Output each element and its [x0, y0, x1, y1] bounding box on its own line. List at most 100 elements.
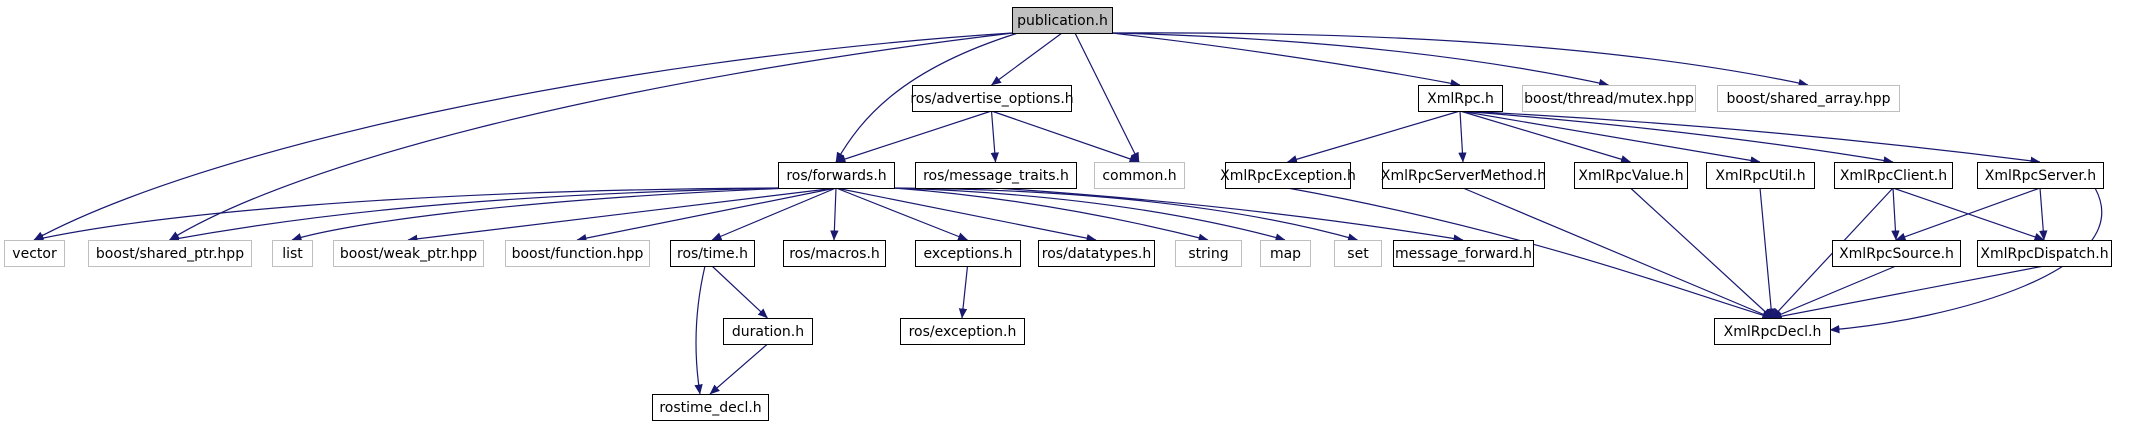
node-map: map	[1260, 240, 1311, 267]
node-advertise-options[interactable]: ros/advertise_options.h	[910, 85, 1074, 112]
edge-forwards-to-list	[291, 187, 791, 242]
node-message-traits[interactable]: ros/message_traits.h	[915, 162, 1077, 189]
edge-exceptions-to-ros_exception	[958, 265, 969, 319]
node-box	[778, 162, 895, 189]
node-box	[1706, 162, 1815, 189]
node-box	[1382, 162, 1545, 189]
edge-xmlrpc-to-xmlrpc_util	[1459, 110, 1761, 165]
node-boost-shared-ptr: boost/shared_ptr.hpp	[88, 240, 252, 267]
node-vector: vector	[4, 240, 65, 267]
node-box	[652, 394, 769, 421]
edge-xmlrpc_source-to-xmlrpc_decl	[1771, 265, 1897, 319]
node-exceptions[interactable]: exceptions.h	[915, 240, 1021, 267]
edge-ros_time-to-rostime_decl	[694, 265, 706, 395]
node-label: ros/exception.h	[909, 324, 1017, 340]
node-string: string	[1175, 240, 1242, 267]
node-box	[915, 162, 1077, 189]
edge-forwards-to-ros_datatypes	[835, 187, 1097, 243]
node-label: ros/advertise_options.h	[910, 91, 1073, 107]
node-box	[1574, 162, 1688, 189]
node-ros-exception[interactable]: ros/exception.h	[900, 318, 1025, 345]
node-label: common.h	[1102, 168, 1176, 184]
node-box	[333, 240, 484, 267]
edge-xmlrpc_server-to-xmlrpc_source	[1895, 187, 2041, 241]
node-publication[interactable]: publication.h	[1012, 7, 1113, 34]
edge-forwards-to-ros_macros	[830, 187, 839, 241]
node-label: boost/function.hpp	[512, 246, 644, 262]
node-duration[interactable]: duration.h	[723, 318, 813, 345]
node-label: string	[1188, 246, 1228, 262]
node-boost-shared-array: boost/shared_array.hpp	[1717, 85, 1900, 112]
edge-xmlrpc-to-xmlrpc_value	[1459, 110, 1631, 164]
node-label: duration.h	[732, 324, 804, 340]
node-xmlrpc-server[interactable]: XmlRpcServer.h	[1977, 162, 2104, 189]
node-xmlrpc-exception[interactable]: XmlRpcException.h	[1220, 162, 1356, 189]
edge-xmlrpc_client-to-xmlrpc_source	[1891, 187, 1900, 241]
node-label: boost/shared_array.hpp	[1726, 91, 1890, 107]
node-ros-time[interactable]: ros/time.h	[670, 240, 755, 267]
node-label: XmlRpcValue.h	[1578, 168, 1683, 184]
node-ros-datatypes[interactable]: ros/datatypes.h	[1038, 240, 1155, 267]
edge-xmlrpc-to-xmlrpc_server_method	[1458, 110, 1467, 163]
edge-forwards-to-set	[893, 187, 1358, 242]
node-box	[1522, 85, 1696, 112]
edge-publication-to-forwards	[835, 32, 1019, 163]
node-box	[88, 240, 252, 267]
node-box	[1175, 240, 1242, 267]
node-label: XmlRpcClient.h	[1840, 168, 1947, 184]
node-label: ros/time.h	[677, 246, 748, 262]
node-label: XmlRpcDispatch.h	[1980, 246, 2108, 262]
edge-publication-to-advertise_options	[991, 32, 1063, 86]
node-label: rostime_decl.h	[659, 400, 761, 416]
node-box	[1977, 162, 2104, 189]
node-label: XmlRpc.h	[1427, 91, 1494, 107]
node-message-forward[interactable]: message_forward.h	[1393, 240, 1534, 267]
node-label: list	[282, 246, 303, 262]
node-boost-function: boost/function.hpp	[505, 240, 650, 267]
edge-xmlrpc_util-to-xmlrpc_decl	[1759, 187, 1776, 319]
edge-advertise_options-to-forwards	[835, 110, 992, 164]
node-box	[1418, 85, 1503, 112]
node-boost-mutex: boost/thread/mutex.hpp	[1522, 85, 1696, 112]
node-common: common.h	[1094, 162, 1185, 189]
node-xmlrpc-source[interactable]: XmlRpcSource.h	[1832, 240, 1961, 267]
node-label: boost/thread/mutex.hpp	[1524, 91, 1694, 107]
node-forwards[interactable]: ros/forwards.h	[778, 162, 895, 189]
node-xmlrpc-value[interactable]: XmlRpcValue.h	[1574, 162, 1688, 189]
node-label: XmlRpcUtil.h	[1715, 168, 1805, 184]
edge-xmlrpc_exception-to-xmlrpc_decl	[1287, 187, 1773, 320]
node-set: set	[1334, 240, 1382, 267]
edge-forwards-to-exceptions	[835, 187, 968, 241]
node-label: exceptions.h	[923, 246, 1012, 262]
node-ros-macros[interactable]: ros/macros.h	[783, 240, 886, 267]
edge-forwards-to-string	[893, 187, 1209, 242]
edge-xmlrpc_dispatch-to-xmlrpc_decl	[1771, 265, 2045, 321]
node-box	[900, 318, 1025, 345]
node-xmlrpc[interactable]: XmlRpc.h	[1418, 85, 1503, 112]
edge-xmlrpc-to-xmlrpc_server	[1459, 110, 2041, 165]
node-xmlrpc-server-method[interactable]: XmlRpcServerMethod.h	[1381, 162, 1546, 189]
node-xmlrpc-util[interactable]: XmlRpcUtil.h	[1706, 162, 1815, 189]
node-xmlrpc-decl[interactable]: XmlRpcDecl.h	[1714, 318, 1831, 345]
edge-xmlrpc_server-to-xmlrpc_decl	[1829, 187, 2103, 334]
node-label: XmlRpcServer.h	[1985, 168, 2096, 184]
node-box	[1834, 162, 1953, 189]
node-box	[1260, 240, 1311, 267]
node-box	[670, 240, 755, 267]
node-xmlrpc-dispatch[interactable]: XmlRpcDispatch.h	[1977, 240, 2112, 267]
node-label: publication.h	[1017, 13, 1108, 29]
node-box	[1717, 85, 1900, 112]
node-xmlrpc-client[interactable]: XmlRpcClient.h	[1834, 162, 1953, 189]
edge-forwards-to-boost_function	[576, 187, 837, 243]
edge-advertise_options-to-common	[991, 110, 1140, 163]
edge-publication-to-xmlrpc	[1111, 32, 1461, 88]
node-label: boost/shared_ptr.hpp	[96, 246, 244, 262]
node-box	[1038, 240, 1155, 267]
edge-publication-to-boost_shared_array	[1111, 32, 1809, 88]
node-label: vector	[12, 246, 57, 262]
node-label: set	[1347, 246, 1369, 262]
node-box	[915, 240, 1021, 267]
node-rostime-decl[interactable]: rostime_decl.h	[652, 394, 769, 421]
node-box	[1094, 162, 1185, 189]
edge-xmlrpc_server-to-xmlrpc_dispatch	[2039, 187, 2048, 241]
